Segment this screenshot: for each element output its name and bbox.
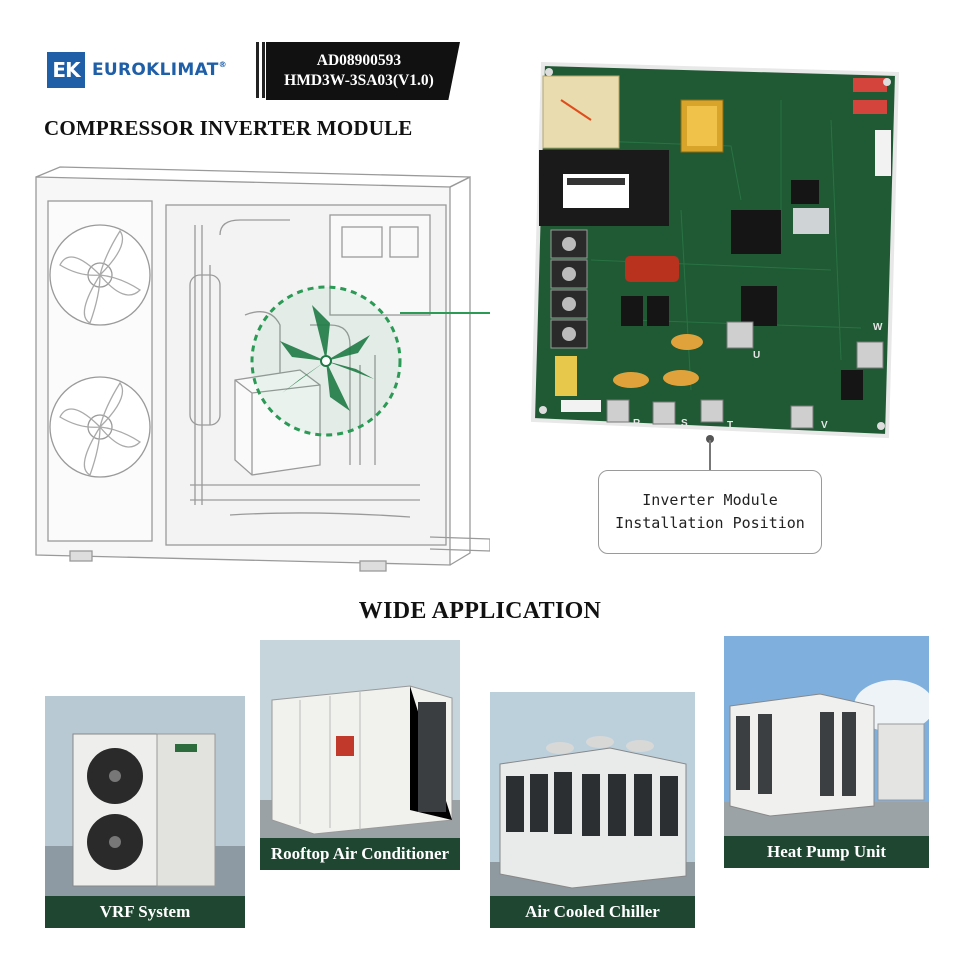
app-label-heat-pump: Heat Pump Unit bbox=[724, 836, 929, 868]
rooftop-photo-icon bbox=[260, 640, 460, 840]
svg-text:R: R bbox=[633, 418, 641, 429]
app-label-chiller: Air Cooled Chiller bbox=[490, 896, 695, 928]
svg-text:T: T bbox=[727, 420, 733, 431]
brand-name: EUROKLIMAT® bbox=[92, 60, 227, 80]
part-model: HMD3W-3SA03(V1.0) bbox=[284, 72, 434, 89]
logo-mark: EK bbox=[47, 52, 85, 88]
section-title: WIDE APPLICATION bbox=[358, 598, 602, 624]
callout-line-1: Inverter Module bbox=[642, 491, 778, 509]
vrf-photo bbox=[45, 696, 245, 896]
vrf-photo-icon bbox=[45, 696, 245, 896]
svg-text:W: W bbox=[873, 322, 883, 333]
part-number-tag: AD08900593 HMD3W-3SA03(V1.0) bbox=[266, 42, 460, 100]
pcb-board-icon: R S T V W U bbox=[530, 61, 900, 439]
callout-pointer-line bbox=[709, 440, 711, 470]
rooftop-photo bbox=[260, 640, 460, 840]
outdoor-unit-icon bbox=[35, 166, 491, 572]
callout-pointer-dot bbox=[706, 435, 714, 443]
chiller-photo bbox=[490, 692, 695, 897]
divider-bar bbox=[262, 42, 265, 98]
part-code: AD08900593 bbox=[316, 52, 402, 69]
installation-callout: Inverter Module Installation Position bbox=[598, 470, 822, 554]
svg-text:U: U bbox=[753, 350, 760, 361]
svg-text:V: V bbox=[821, 420, 828, 431]
app-label-vrf: VRF System bbox=[45, 896, 245, 928]
svg-text:S: S bbox=[681, 418, 688, 429]
heat-pump-photo-icon bbox=[724, 636, 929, 840]
chiller-photo-icon bbox=[490, 692, 695, 897]
heat-pump-photo bbox=[724, 636, 929, 840]
module-title: COMPRESSOR INVERTER MODULE bbox=[44, 116, 413, 140]
brand-logo: EK EUROKLIMAT® bbox=[47, 52, 227, 88]
callout-line-2: Installation Position bbox=[615, 514, 805, 532]
app-label-rooftop: Rooftop Air Conditioner bbox=[260, 838, 460, 870]
pcb-board-image: R S T V W U bbox=[530, 60, 901, 440]
divider-bar bbox=[256, 42, 259, 98]
outdoor-unit-drawing bbox=[30, 165, 491, 585]
